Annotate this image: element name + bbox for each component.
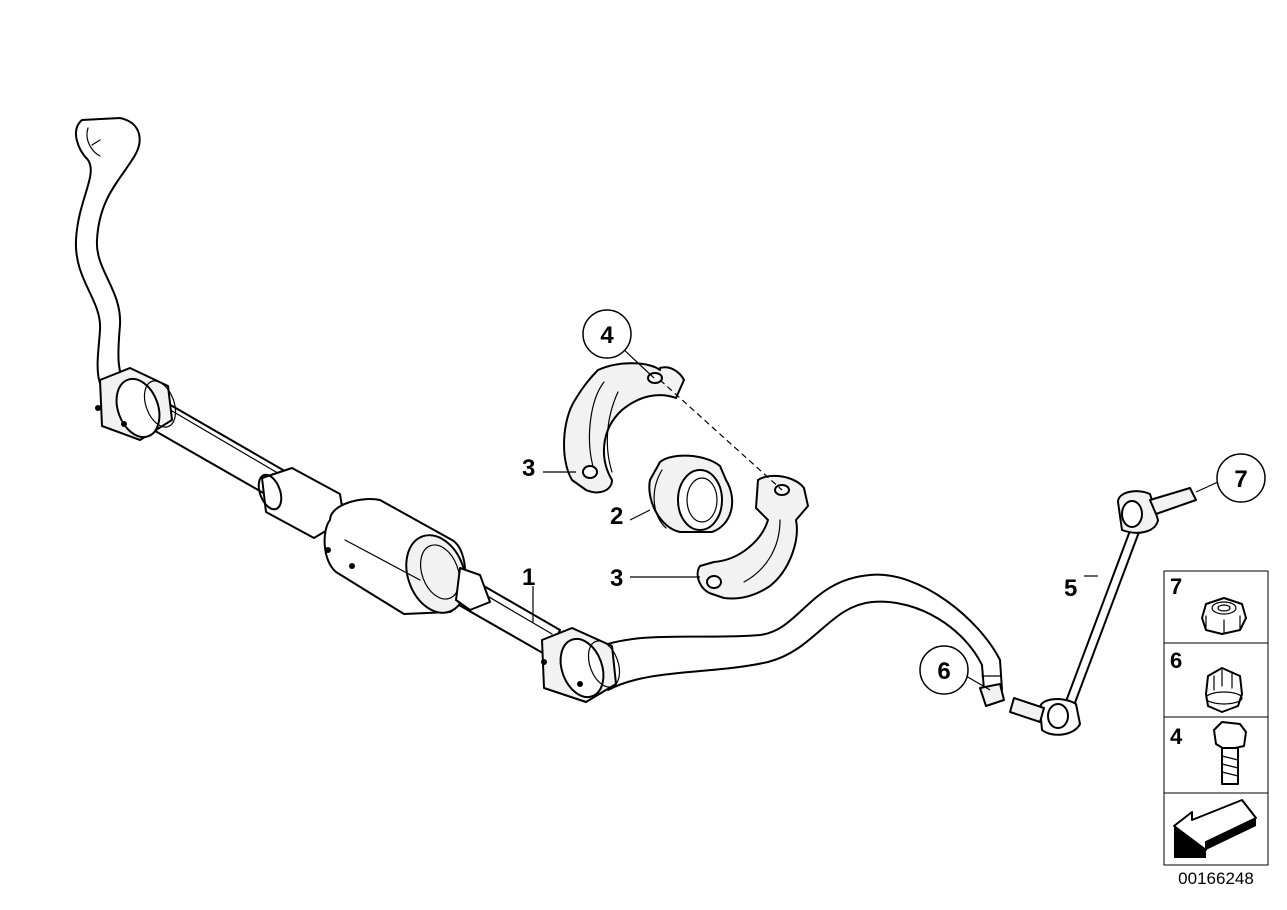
callout-7: 7 — [1234, 466, 1247, 493]
rubber-mount-bushing — [648, 454, 734, 533]
legend-label-7: 7 — [1170, 574, 1182, 599]
callout-4: 4 — [600, 322, 614, 349]
bar-bushing-left — [95, 367, 177, 441]
callout-3-upper: 3 — [522, 455, 535, 482]
stabilizer-link-rod — [1009, 487, 1197, 736]
hex-flange-nut-icon — [1201, 597, 1247, 635]
callout-6: 6 — [937, 658, 950, 685]
castle-nut-icon — [1205, 667, 1243, 713]
legend-label-4: 4 — [1170, 724, 1183, 749]
fastener-legend: 7 6 4 — [1163, 570, 1269, 866]
bar-bushing-right — [541, 627, 621, 703]
hex-bolt-icon — [1213, 721, 1247, 785]
callout-1: 1 — [522, 564, 535, 591]
callout-3-lower: 3 — [610, 565, 623, 592]
legend-label-6: 6 — [1170, 648, 1182, 673]
callout-2: 2 — [610, 503, 623, 530]
stabilizer-bar — [74, 117, 1005, 707]
callout-4-circle: 4 — [582, 309, 632, 359]
callout-6-circle: 6 — [919, 645, 969, 695]
callout-5: 5 — [1064, 575, 1077, 602]
callout-7-circle: 7 — [1216, 453, 1266, 503]
document-number: 00166248 — [1178, 869, 1254, 888]
clamp-bracket-lower — [696, 474, 809, 600]
stabilizer-actuator — [257, 467, 491, 615]
direction-arrow-icon — [1173, 799, 1257, 858]
